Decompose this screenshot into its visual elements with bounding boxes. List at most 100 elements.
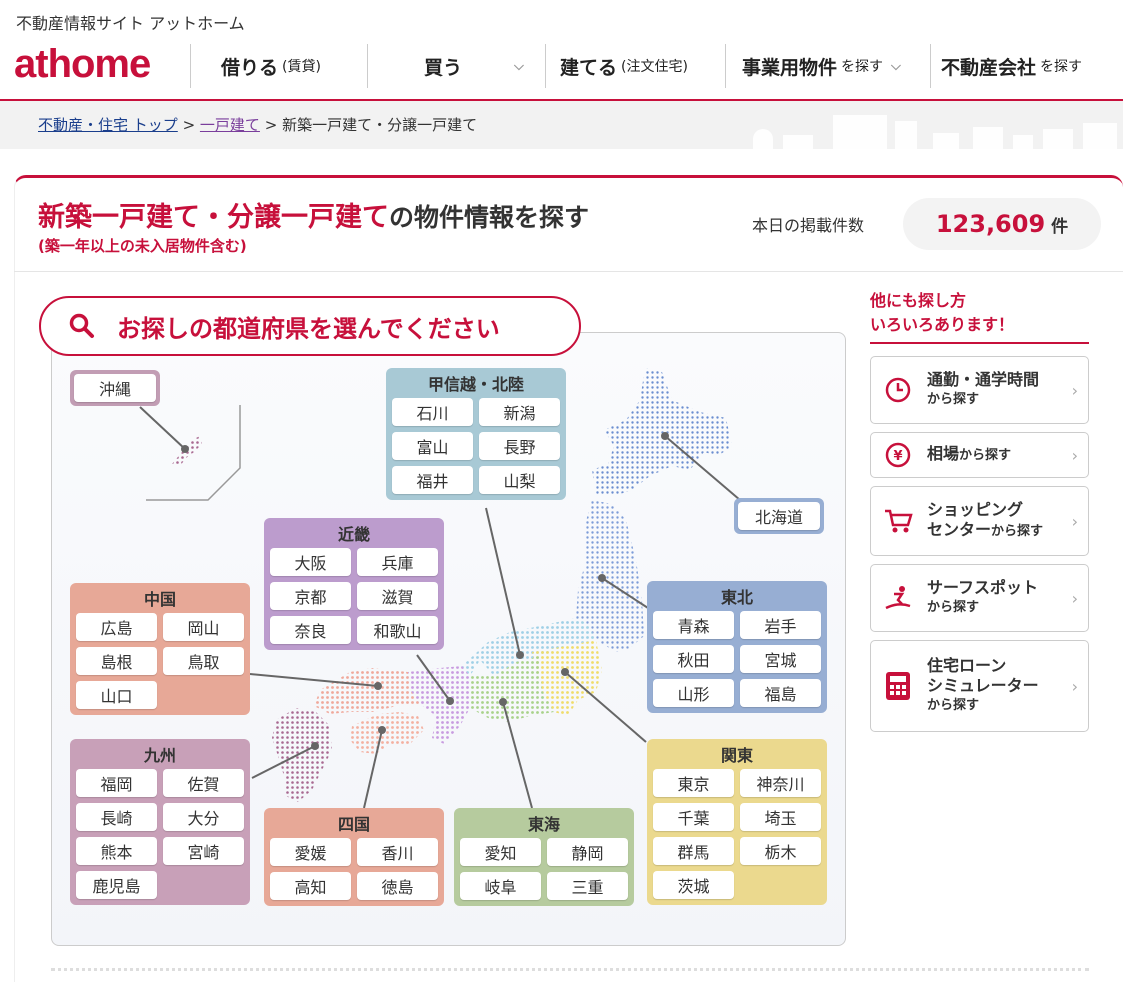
- commute-label: 通勤・通学時間: [927, 370, 1040, 389]
- region-title-kanto: 関東: [720, 746, 753, 765]
- pref-button-saga[interactable]: 佐賀: [163, 769, 244, 797]
- skyline-illustration: [743, 112, 1123, 149]
- pref-button-gifu[interactable]: 岐阜: [460, 872, 541, 900]
- nav-agency[interactable]: 不動産会社 を探す: [930, 44, 1110, 88]
- region-title-shikoku: 四国: [337, 815, 370, 834]
- pref-button-toyama[interactable]: 富山: [392, 432, 473, 460]
- other-search-divider: [870, 342, 1089, 344]
- pref-button-fukui[interactable]: 福井: [392, 466, 473, 494]
- pref-button-hiroshima[interactable]: 広島: [76, 613, 157, 641]
- loan-simulator-button[interactable]: 住宅ローンシミュレーターから探す ›: [870, 640, 1089, 732]
- search-by-commute-button[interactable]: 通勤・通学時間から探す ›: [870, 356, 1089, 424]
- pref-button-shimane[interactable]: 島根: [76, 647, 157, 675]
- pref-button-akita[interactable]: 秋田: [653, 645, 734, 673]
- pref-button-kanagawa[interactable]: 神奈川: [740, 769, 821, 797]
- nav-rent-sub: (賃貸): [282, 59, 321, 75]
- pref-button-osaka[interactable]: 大阪: [270, 548, 351, 576]
- pref-button-tochigi[interactable]: 栃木: [740, 837, 821, 865]
- search-by-surf-button[interactable]: サーフスポットから探す ›: [870, 564, 1089, 632]
- map-shikoku[interactable]: [350, 712, 424, 754]
- pref-button-fukushima[interactable]: 福島: [740, 679, 821, 707]
- athome-logo[interactable]: athome: [14, 42, 151, 86]
- pref-button-ibaraki[interactable]: 茨城: [653, 871, 734, 899]
- pref-button-miyagi[interactable]: 宮城: [740, 645, 821, 673]
- pref-button-fukuoka[interactable]: 福岡: [76, 769, 157, 797]
- nav-build[interactable]: 建てる (注文住宅): [545, 44, 725, 88]
- pref-button-gunma[interactable]: 群馬: [653, 837, 734, 865]
- region-koshinetsu: 甲信越・北陸 石川 新潟 富山 長野 福井 山梨: [386, 368, 566, 500]
- pref-button-okayama[interactable]: 岡山: [163, 613, 244, 641]
- nav-business-label: 事業用物件: [742, 56, 838, 79]
- header-divider: [0, 99, 1123, 101]
- pref-button-aichi[interactable]: 愛知: [460, 838, 541, 866]
- calculator-icon: [883, 671, 913, 701]
- search-by-shopping-button[interactable]: ショッピングセンターから探す ›: [870, 486, 1089, 556]
- pref-button-shiga[interactable]: 滋賀: [357, 582, 438, 610]
- title-divider: [14, 271, 1123, 272]
- pref-button-oita[interactable]: 大分: [163, 803, 244, 831]
- pref-button-chiba[interactable]: 千葉: [653, 803, 734, 831]
- map-hokkaido[interactable]: [592, 368, 732, 496]
- pref-button-ishikawa[interactable]: 石川: [392, 398, 473, 426]
- search-by-price-button[interactable]: ¥ 相場から探す ›: [870, 432, 1089, 478]
- region-title-tohoku: 東北: [720, 588, 753, 607]
- chevron-right-icon: ›: [1071, 588, 1078, 608]
- pref-button-kagoshima[interactable]: 鹿児島: [76, 871, 157, 899]
- pref-button-shizuoka[interactable]: 静岡: [547, 838, 628, 866]
- breadcrumb: 不動産・住宅 トップ > 一戸建て > 新築一戸建て・分譲一戸建て: [38, 114, 477, 135]
- map-kinki[interactable]: [408, 666, 470, 744]
- pref-button-tokushima[interactable]: 徳島: [357, 872, 438, 900]
- pref-button-yamagata[interactable]: 山形: [653, 679, 734, 707]
- price-sub: から探す: [959, 448, 1012, 463]
- global-nav: 借りる (賃貸) 買う ⌵ 建てる (注文住宅) 事業用物件 を探す ⌵ 不動産…: [190, 44, 1123, 88]
- pref-button-miyazaki[interactable]: 宮崎: [163, 837, 244, 865]
- map-tokai[interactable]: [470, 656, 554, 722]
- pref-button-niigata[interactable]: 新潟: [479, 398, 560, 426]
- map-tohoku[interactable]: [576, 500, 644, 652]
- breadcrumb-home-link[interactable]: 不動産・住宅 トップ: [38, 116, 178, 134]
- pref-button-wakayama[interactable]: 和歌山: [357, 616, 438, 644]
- chevron-right-icon: ›: [1071, 676, 1078, 696]
- chevron-right-icon: ›: [1071, 511, 1078, 531]
- pref-button-mie[interactable]: 三重: [547, 872, 628, 900]
- nav-business[interactable]: 事業用物件 を探す ⌵: [725, 44, 930, 88]
- pref-button-kyoto[interactable]: 京都: [270, 582, 351, 610]
- pref-button-kagawa[interactable]: 香川: [357, 838, 438, 866]
- pref-button-kochi[interactable]: 高知: [270, 872, 351, 900]
- pref-button-saitama[interactable]: 埼玉: [740, 803, 821, 831]
- pref-button-nara[interactable]: 奈良: [270, 616, 351, 644]
- nav-agency-sub: を探す: [1040, 59, 1083, 75]
- region-title-kyushu: 九州: [143, 746, 176, 765]
- listing-count-badge: 123,609 件: [903, 198, 1101, 250]
- pref-button-okinawa[interactable]: 沖縄: [74, 374, 156, 402]
- pref-button-aomori[interactable]: 青森: [653, 611, 734, 639]
- pref-button-hokkaido[interactable]: 北海道: [738, 502, 820, 530]
- pref-button-tottori[interactable]: 鳥取: [163, 647, 244, 675]
- page-title-rest: の物件情報を探す: [389, 203, 590, 232]
- pref-button-nagano[interactable]: 長野: [479, 432, 560, 460]
- pref-button-yamaguchi[interactable]: 山口: [76, 681, 157, 709]
- region-chugoku: 中国 広島 岡山 島根 鳥取 山口: [70, 583, 250, 715]
- map-koshinetsu[interactable]: [462, 618, 596, 676]
- nav-business-sub: を探す: [841, 59, 884, 75]
- pref-button-yamanashi[interactable]: 山梨: [479, 466, 560, 494]
- map-kanto[interactable]: [532, 640, 602, 716]
- nav-rent[interactable]: 借りる (賃貸): [190, 44, 367, 88]
- pref-button-tokyo[interactable]: 東京: [653, 769, 734, 797]
- pref-button-ehime[interactable]: 愛媛: [270, 838, 351, 866]
- surf-label: サーフスポット: [927, 578, 1039, 597]
- page-subtitle: (築一年以上の未入居物件含む): [38, 237, 247, 255]
- pref-button-hyogo[interactable]: 兵庫: [357, 548, 438, 576]
- breadcrumb-section-link[interactable]: 一戸建て: [199, 116, 260, 134]
- chevron-down-icon: ⌵: [514, 58, 524, 74]
- surf-sub: から探す: [927, 600, 980, 615]
- pref-button-iwate[interactable]: 岩手: [740, 611, 821, 639]
- map-chugoku[interactable]: [314, 668, 420, 714]
- pref-button-nagasaki[interactable]: 長崎: [76, 803, 157, 831]
- nav-buy[interactable]: 買う ⌵: [367, 44, 545, 88]
- page-title: 新築一戸建て・分譲一戸建ての物件情報を探す: [38, 195, 589, 234]
- map-kyushu[interactable]: [272, 708, 332, 802]
- region-title-chugoku: 中国: [143, 590, 176, 609]
- pref-button-kumamoto[interactable]: 熊本: [76, 837, 157, 865]
